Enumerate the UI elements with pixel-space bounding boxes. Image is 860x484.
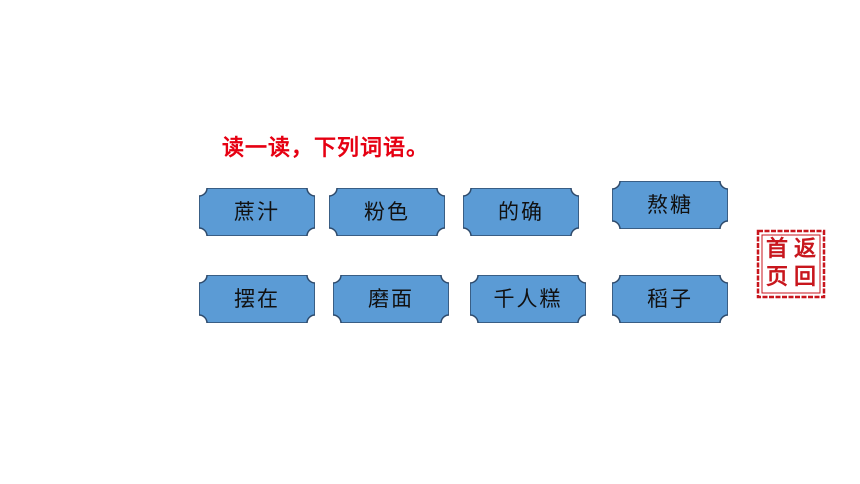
stamp-char-hui: 回 (793, 264, 816, 290)
word-label: 粉色 (364, 200, 410, 224)
word-label: 磨面 (368, 287, 414, 311)
word-label: 摆在 (234, 287, 280, 311)
stamp-char-shou: 首 (765, 236, 788, 262)
stamp-frame-icon (756, 229, 826, 299)
word-label: 的确 (498, 200, 544, 224)
return-home-button[interactable]: 返 回 首 页 (756, 229, 826, 299)
word-label: 蔗汁 (234, 200, 280, 224)
word-card-4[interactable]: 熬糖 (612, 181, 728, 229)
word-card-3[interactable]: 的确 (463, 188, 579, 236)
stamp-char-fan: 返 (793, 236, 816, 262)
card-shape (329, 188, 445, 236)
card-shape (612, 181, 728, 229)
card-shape (470, 275, 586, 323)
word-card-6[interactable]: 磨面 (333, 275, 449, 323)
card-shape (199, 188, 315, 236)
word-card-5[interactable]: 摆在 (199, 275, 315, 323)
card-shape (612, 275, 728, 323)
card-shape (463, 188, 579, 236)
word-card-8[interactable]: 稻子 (612, 275, 728, 323)
word-card-7[interactable]: 千人糕 (470, 275, 586, 323)
card-shape (333, 275, 449, 323)
word-label: 千人糕 (493, 287, 563, 311)
word-card-1[interactable]: 蔗汁 (199, 188, 315, 236)
word-card-2[interactable]: 粉色 (329, 188, 445, 236)
word-label: 稻子 (647, 287, 693, 311)
instruction-text: 读一读，下列词语。 (222, 136, 430, 161)
stamp-char-ye: 页 (765, 264, 788, 290)
word-label: 熬糖 (647, 193, 693, 217)
card-shape (199, 275, 315, 323)
